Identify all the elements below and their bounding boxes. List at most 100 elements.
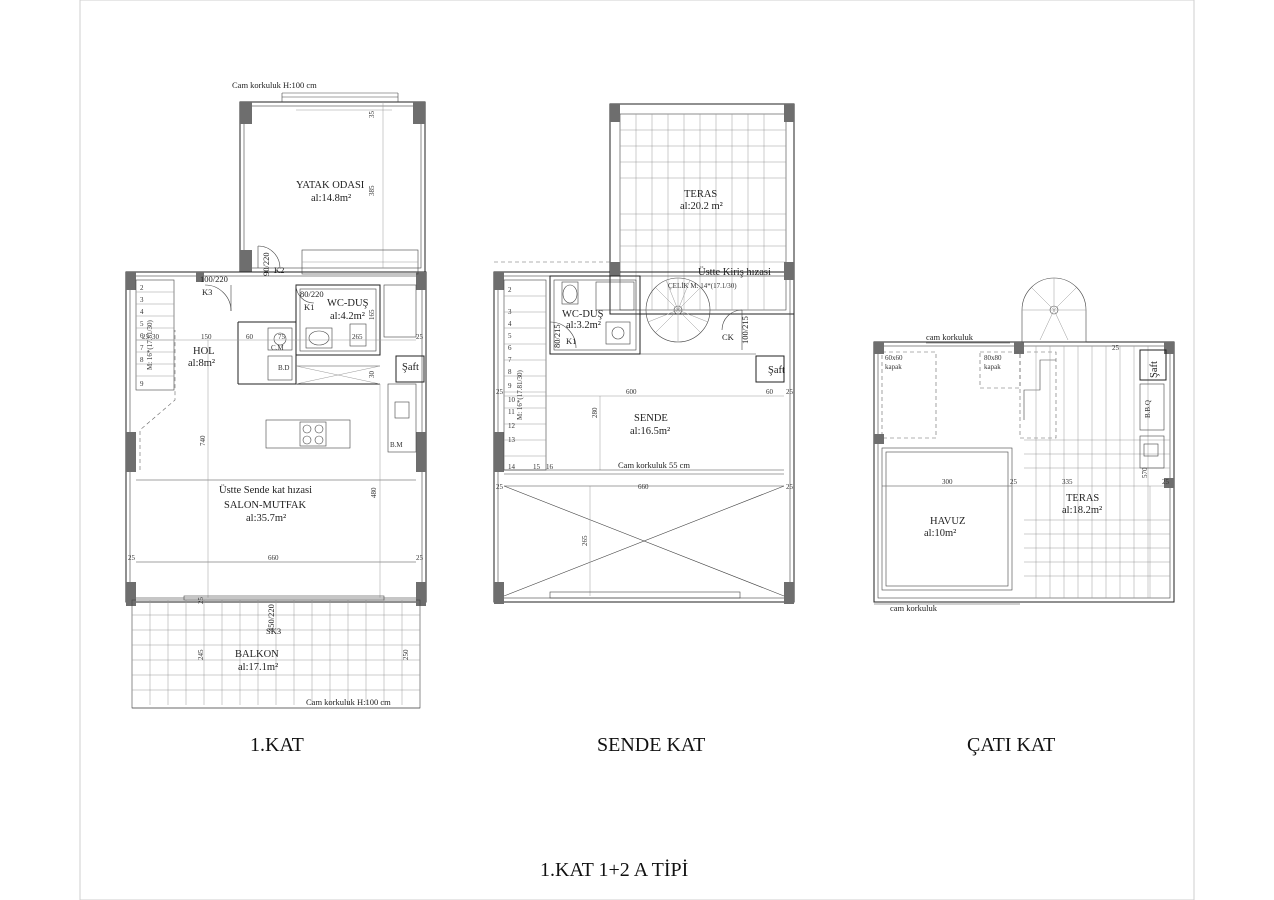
svg-text:12: 12 <box>508 422 516 430</box>
door-k1-size: 80/220 <box>300 289 324 299</box>
sende-dim-660: 660 <box>638 483 649 491</box>
kat1-bm: B.M <box>390 441 403 449</box>
sende-beam: Üstte Kiriş hızasi <box>698 266 771 278</box>
dim-30: 30 <box>152 333 160 341</box>
kat1-room-salon-area: al:35.7m² <box>246 513 286 524</box>
sende-dim-25c: 25 <box>496 483 504 491</box>
svg-text:15: 15 <box>533 463 541 471</box>
dim-165: 165 <box>368 309 376 320</box>
stair-2-note: M: 16*(17.81/30) <box>516 370 524 420</box>
cati-hatch1: 60x60 <box>885 354 903 362</box>
dim-150: 150 <box>201 333 212 341</box>
sende-ck-size: 100/215 <box>740 316 750 344</box>
svg-text:14: 14 <box>508 463 516 471</box>
cati-room-havuz-name: HAVUZ <box>930 516 965 527</box>
svg-text:9: 9 <box>140 380 144 388</box>
dim-25d: 25 <box>416 554 424 562</box>
sheet-title: 1.KAT 1+2 A TİPİ <box>540 858 688 881</box>
cati-dim-25a: 25 <box>1112 344 1120 352</box>
sende-room-sende-name: SENDE <box>634 413 668 424</box>
svg-text:5: 5 <box>508 332 512 340</box>
kat1-room-wc-name: WC-DUŞ <box>327 298 369 309</box>
dim-250: 250 <box>402 649 410 660</box>
svg-text:5: 5 <box>140 320 144 328</box>
sende-dim-25d: 25 <box>786 483 794 491</box>
svg-text:4: 4 <box>508 320 512 328</box>
sende-room-teras-area: al:20.2 m² <box>680 201 723 212</box>
kat1-bd: B.D <box>278 364 289 372</box>
dim-35: 35 <box>368 111 376 119</box>
dim-75: 75 <box>278 333 286 341</box>
door-sk: SK3 <box>266 626 281 636</box>
dim-740: 740 <box>199 435 207 446</box>
svg-text:16: 16 <box>546 463 554 471</box>
door-k3-size: 100/220 <box>200 274 228 284</box>
dim-60: 60 <box>246 333 254 341</box>
cati-dim-570: 570 <box>1141 467 1149 478</box>
svg-text:8: 8 <box>508 368 512 376</box>
svg-text:6: 6 <box>508 344 512 352</box>
sende-room-wc-area: al:3.2m² <box>566 320 601 331</box>
svg-text:6: 6 <box>140 332 144 340</box>
dim-660: 660 <box>268 554 279 562</box>
svg-text:3: 3 <box>140 296 144 304</box>
stair-1-note: M: 16*(17.81/30) <box>146 320 154 370</box>
svg-text:3: 3 <box>508 308 512 316</box>
sende-ck: CK <box>722 332 735 342</box>
kat1-room-hol-name: HOL <box>193 346 215 357</box>
kat1-room-balkon-name: BALKON <box>235 649 279 660</box>
plan-1-kat: 2 3 4 5 6 7 8 9 M: 16*(17.81/30) <box>125 80 427 756</box>
sende-dim-600: 600 <box>626 388 637 396</box>
dim-480: 480 <box>370 487 378 498</box>
sende-room-sende-area: al:16.5m² <box>630 426 670 437</box>
kat1-room-balkon-area: al:17.1m² <box>238 662 278 673</box>
sende-k1: K1 <box>566 336 576 346</box>
kat1-shaft: Şaft <box>402 362 419 373</box>
plan-title-1: 1.KAT <box>250 734 304 756</box>
svg-text:9: 9 <box>508 382 512 390</box>
sende-dim-25a: 25 <box>496 388 504 396</box>
sende-k1-size: 80/215 <box>552 324 562 348</box>
sende-room-wc-name: WC-DUŞ <box>562 309 604 320</box>
cati-hatch2b: kapak <box>984 363 1001 371</box>
svg-text:13: 13 <box>508 436 516 444</box>
plan-cati-kat: cam korkuluk 60x60 kapak 80x80 kapak 25 … <box>873 277 1175 756</box>
door-sk-size: 450/220 <box>266 604 276 632</box>
sheet-border <box>79 0 1195 900</box>
door-k3: K3 <box>202 287 212 297</box>
sende-spiral: ÇELİK M: 14*(17.1/30) <box>668 282 737 290</box>
kat1-top-railing: Cam korkuluk H:100 cm <box>232 80 317 90</box>
sende-dim-265: 265 <box>581 535 589 546</box>
kat1-room-salon-name: SALON-MUTFAK <box>224 500 306 511</box>
cati-dim-335: 335 <box>1062 478 1073 486</box>
sende-shaft: Şaft <box>768 365 785 376</box>
cati-top-railing: cam korkuluk <box>926 332 974 342</box>
svg-text:4: 4 <box>140 308 144 316</box>
svg-text:2: 2 <box>140 284 144 292</box>
svg-text:7: 7 <box>140 344 144 352</box>
plan-title-3: ÇATI KAT <box>967 734 1055 756</box>
kat1-bottom-railing: Cam korkuluk H:100 cm <box>306 697 391 707</box>
kat1-mezzanine-line: Üstte Sende kat hızasi <box>219 484 312 496</box>
dim-25a: 25 <box>142 333 150 341</box>
door-k2: K2 <box>274 265 284 275</box>
kat1-room-wc-area: al:4.2m² <box>330 311 365 322</box>
svg-text:8: 8 <box>140 356 144 364</box>
door-k1: K1 <box>304 302 314 312</box>
dim-385: 385 <box>368 185 376 196</box>
cati-dim-25b: 25 <box>1010 478 1018 486</box>
dim-25c: 25 <box>128 554 136 562</box>
cati-dim-25c: 25 <box>1162 478 1170 486</box>
kat1-room-yatak-name: YATAK ODASI <box>296 180 365 191</box>
sende-dim-60: 60 <box>766 388 774 396</box>
cati-bbq: B.B.Q <box>1144 400 1152 418</box>
dim-25b: 25 <box>416 333 424 341</box>
sende-railing: Cam korkuluk 55 cm <box>618 460 690 470</box>
dim-265: 265 <box>352 333 363 341</box>
kat1-room-hol-area: al:8m² <box>188 358 215 369</box>
cati-room-havuz-area: al:10m² <box>924 528 956 539</box>
svg-text:10: 10 <box>508 396 516 404</box>
